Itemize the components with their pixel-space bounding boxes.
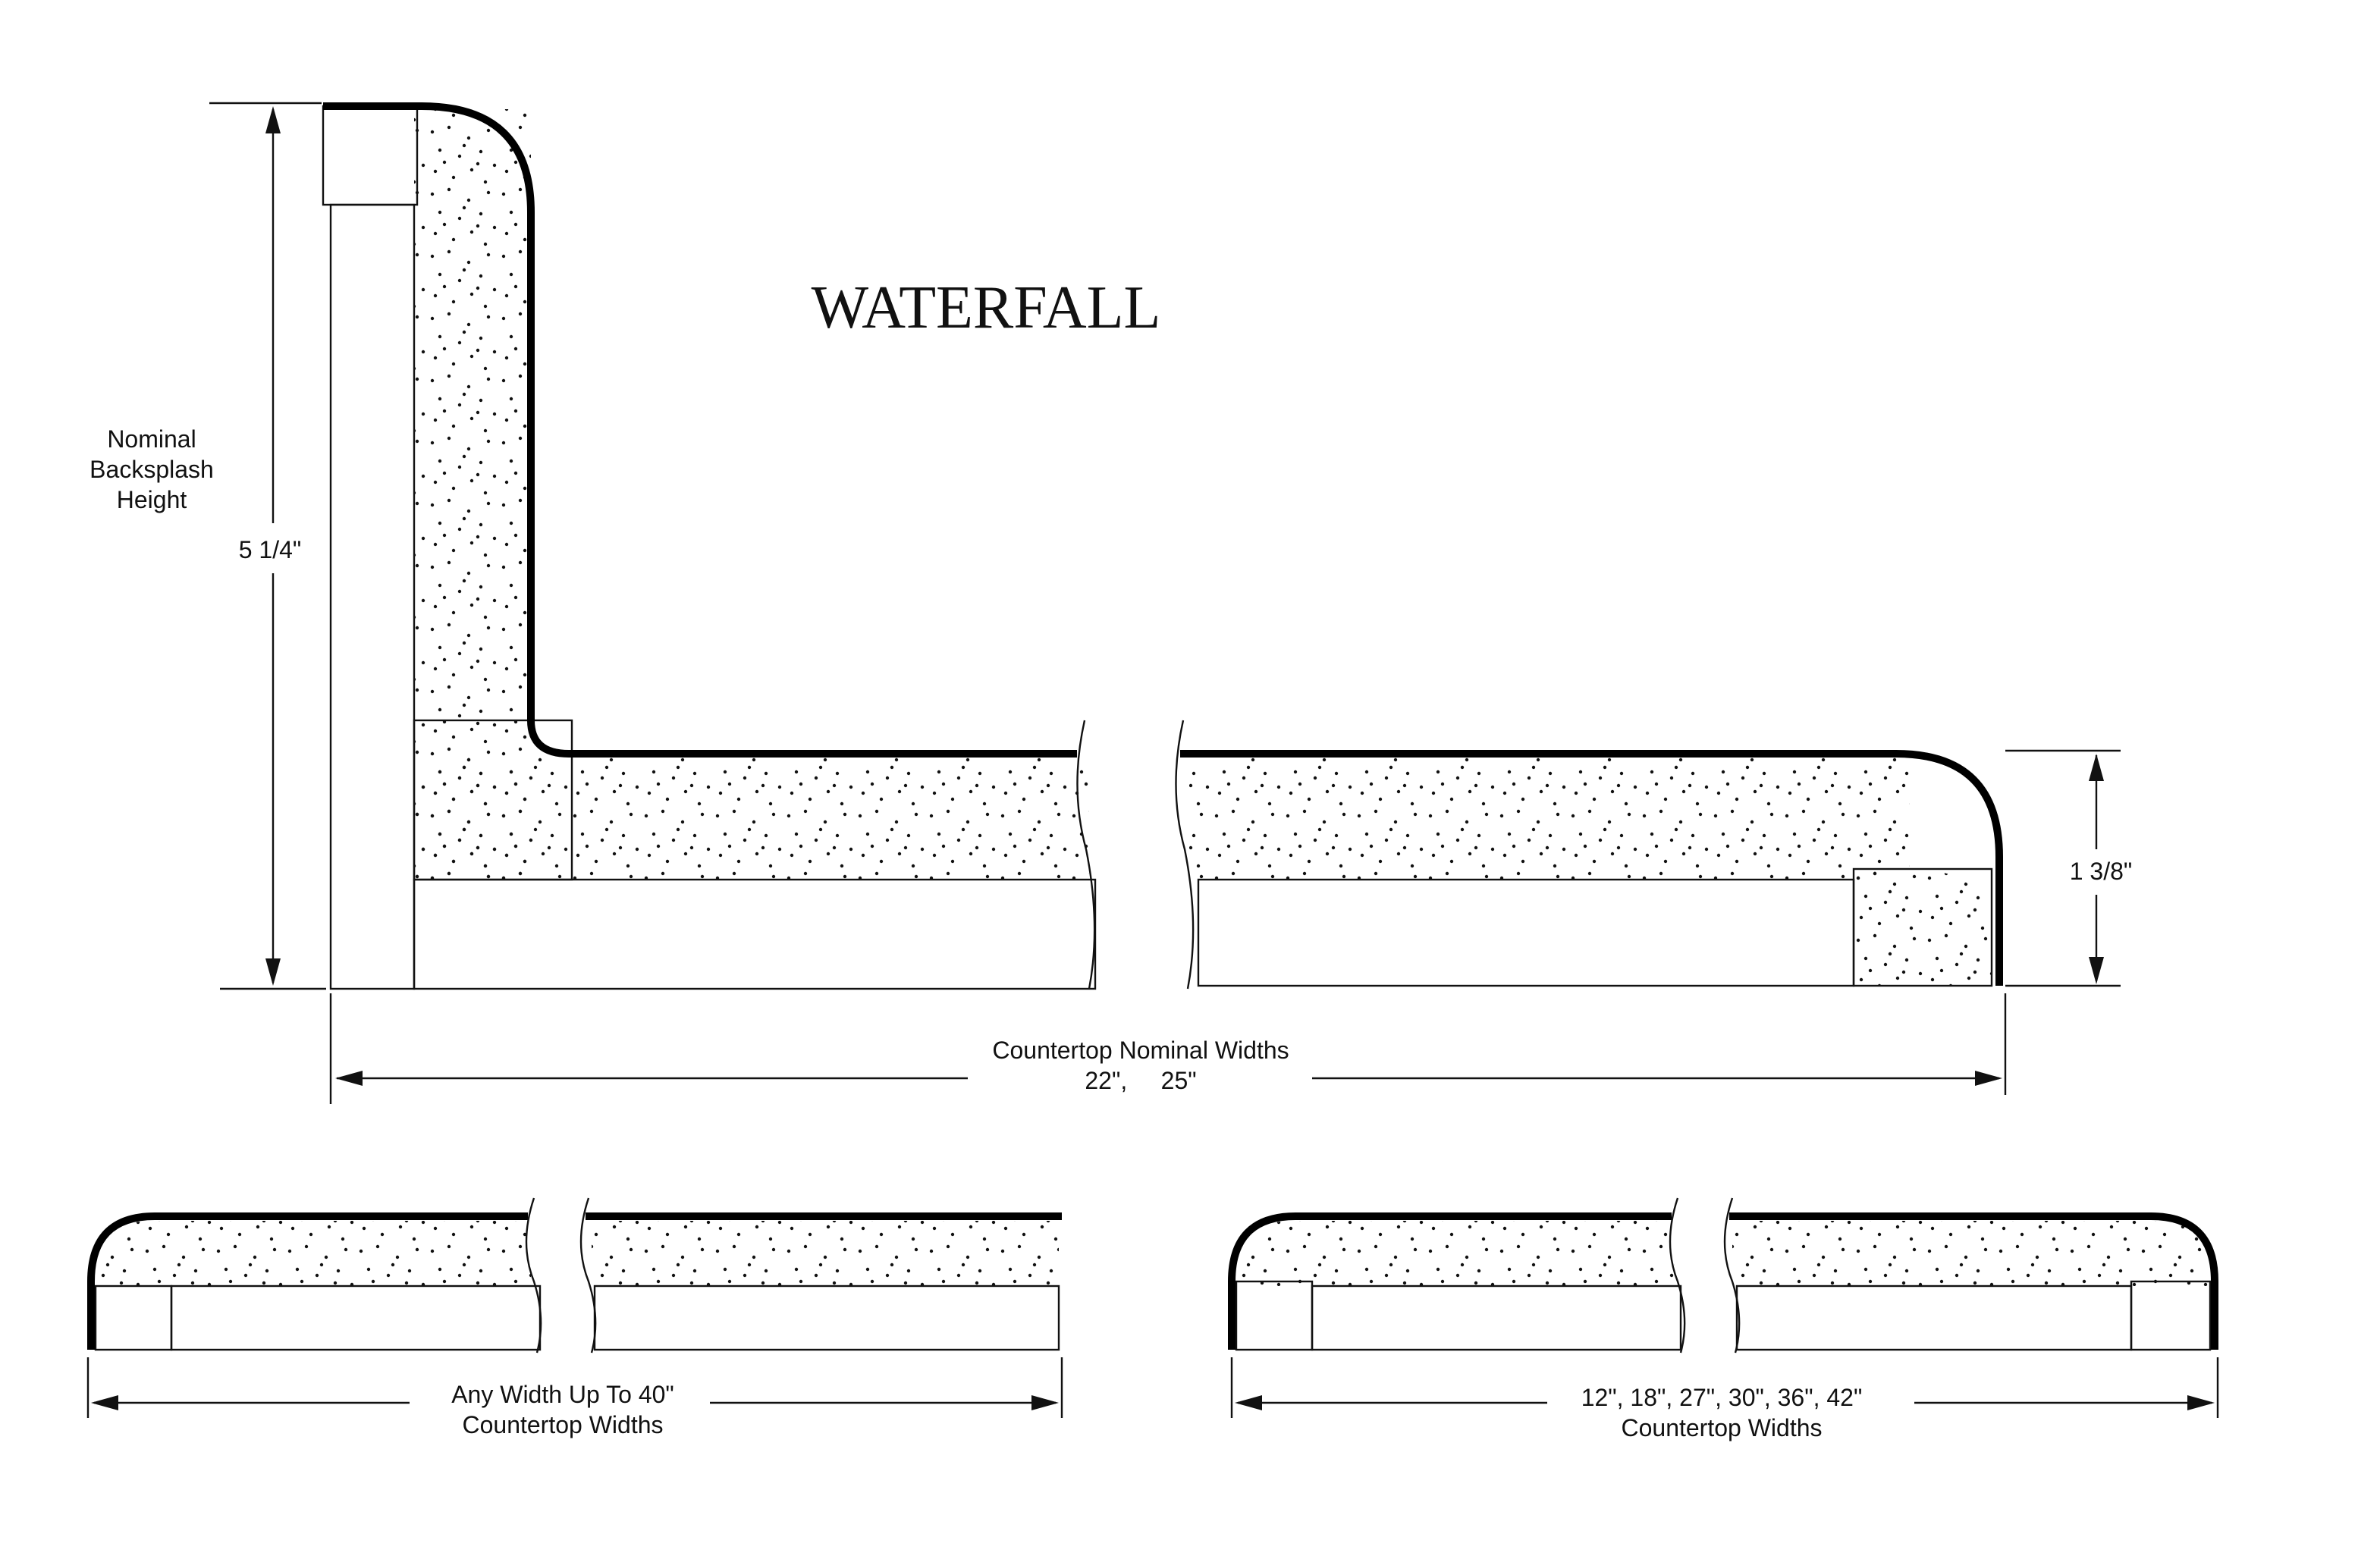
height-dimension: 5 1/4" [209,102,326,990]
width-label: Countertop Nominal Widths [992,1037,1289,1064]
laminate-edge-right [1180,750,2003,986]
backsplash-label-line3: Height [117,486,187,513]
edge-thickness-value: 1 3/8" [2070,858,2133,885]
width-values: 22", 25" [1085,1067,1196,1094]
left-width-caption: Countertop Widths [462,1411,663,1438]
diagram-title: WATERFALL [812,274,1161,341]
profile-right: 12", 18", 27", 30", 36", 42" Countertop … [1228,1197,2219,1441]
thickness-dimension: 1 3/8" [2005,749,2133,987]
backsplash-core [414,109,531,880]
countertop-hatch-left [413,878,1097,990]
backsplash-hatch [329,203,416,990]
countertop-core-right [1189,754,1910,880]
backsplash-cap-block [322,105,419,206]
edge-block [1852,867,1993,987]
countertop-hatch-right [1197,878,1855,987]
laminate-edge-left [323,102,1077,758]
width-dimension: Countertop Nominal Widths 22", 25" [329,993,2007,1104]
countertop-core-left [414,754,1089,880]
main-profile [322,102,2003,990]
break-line [1175,720,1195,990]
right-width-label: 12", 18", 27", 30", 36", 42" [1581,1384,1863,1411]
profile-left: Any Width Up To 40" Countertop Widths [86,1197,1063,1438]
left-width-label: Any Width Up To 40" [451,1381,674,1408]
edge-core [1854,869,1992,986]
backsplash-height-value: 5 1/4" [239,536,302,563]
backsplash-label-line2: Backsplash [89,456,214,483]
break-line [1076,720,1096,990]
backsplash-label-line1: Nominal [107,425,196,453]
right-width-caption: Countertop Widths [1621,1414,1822,1441]
